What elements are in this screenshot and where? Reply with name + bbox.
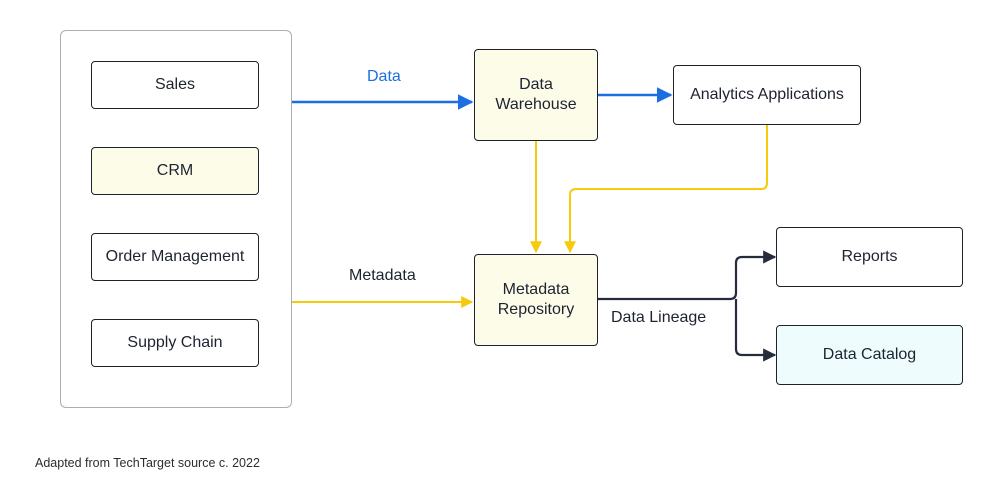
arrow-lineage-to-reports — [598, 250, 777, 301]
arrow-analytics-to-repository — [564, 125, 768, 254]
node-metadata-repository[interactable]: Metadata Repository — [474, 254, 598, 346]
node-data-warehouse-label: Data Warehouse — [495, 76, 577, 113]
node-supply-chain[interactable]: Supply Chain — [91, 319, 259, 367]
node-analytics-applications[interactable]: Analytics Applications — [673, 65, 861, 125]
node-data-catalog[interactable]: Data Catalog — [776, 325, 963, 385]
edge-label-data: Data — [367, 68, 401, 85]
node-reports[interactable]: Reports — [776, 227, 963, 287]
edge-label-metadata: Metadata — [349, 267, 416, 284]
node-crm[interactable]: CRM — [91, 147, 259, 195]
node-sales-label: Sales — [154, 76, 196, 93]
node-supply-chain-label: Supply Chain — [127, 334, 223, 351]
node-data-catalog-label: Data Catalog — [822, 346, 917, 363]
node-order-management[interactable]: Order Management — [91, 233, 259, 281]
node-analytics-applications-label: Analytics Applications — [690, 86, 844, 103]
node-sales[interactable]: Sales — [91, 61, 259, 109]
node-reports-label: Reports — [841, 248, 898, 265]
node-data-warehouse[interactable]: Data Warehouse — [474, 49, 598, 141]
node-order-management-label: Order Management — [105, 248, 245, 265]
source-note: Adapted from TechTarget source c. 2022 — [35, 456, 260, 470]
node-metadata-repository-label: Metadata Repository — [497, 281, 575, 318]
arrow-lineage-to-data-catalog — [734, 299, 777, 362]
edge-label-data-lineage: Data Lineage — [611, 309, 707, 326]
node-crm-label: CRM — [156, 162, 194, 179]
